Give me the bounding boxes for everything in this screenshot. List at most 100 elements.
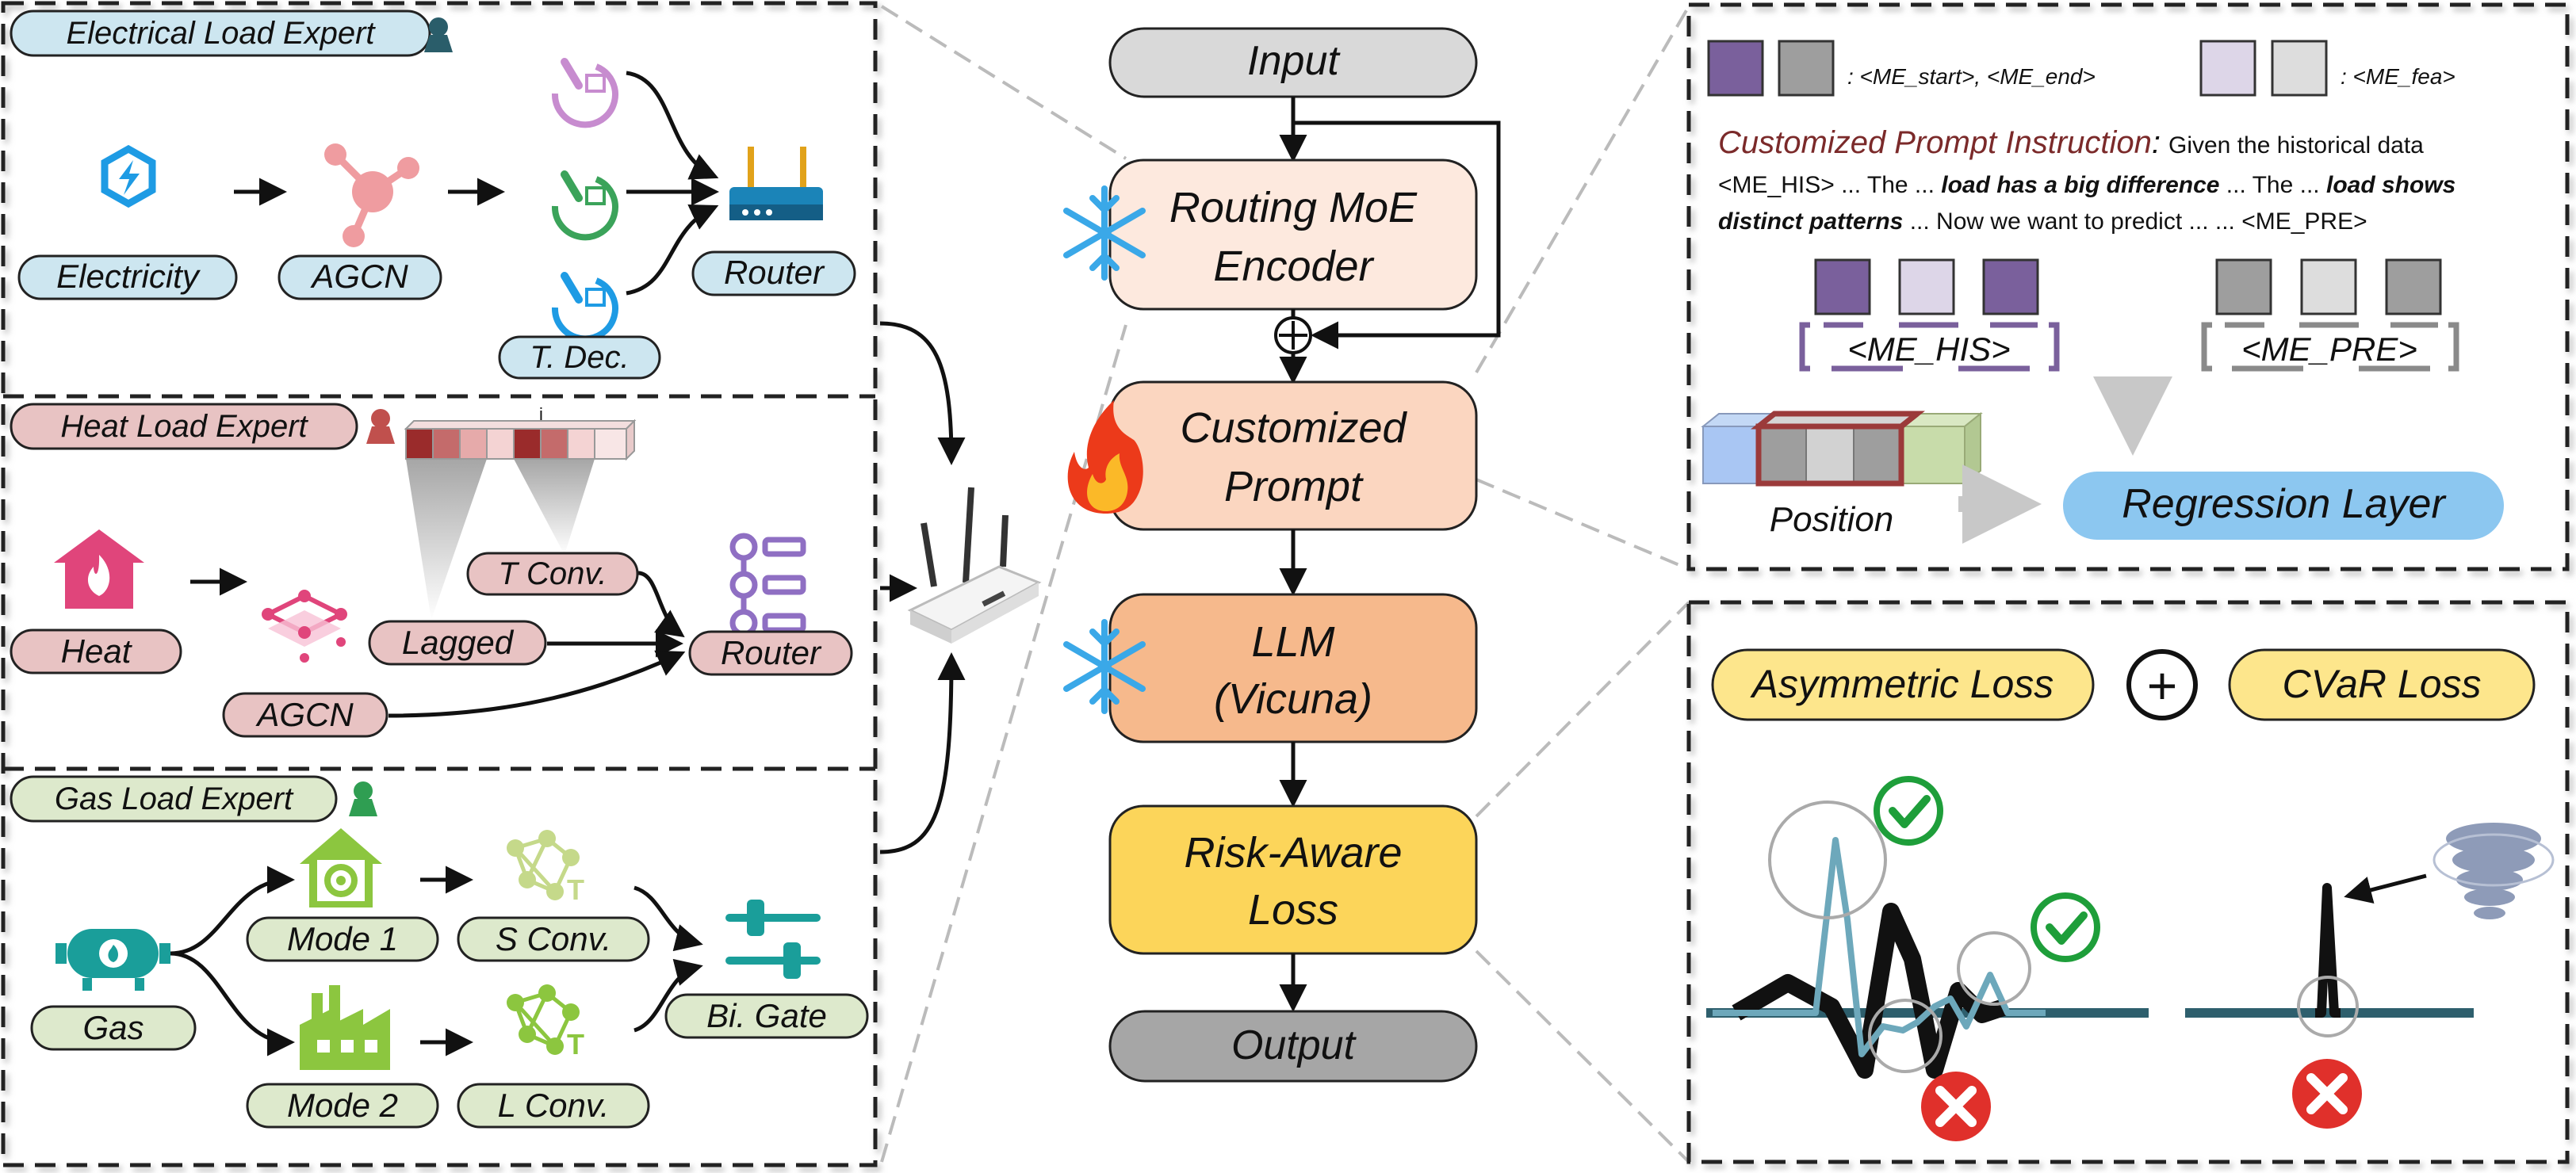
llm-label-2: (Vicuna) [1214, 675, 1372, 723]
arrow-tconv-router [637, 571, 685, 638]
cross-icon [1921, 1072, 1991, 1141]
electricity-label: Electricity [56, 258, 201, 295]
arrow-gas-mode1 [170, 865, 295, 956]
pipeline: Input Routing MoE Encoder Customized Pro… [1063, 27, 1501, 1083]
svg-text:T: T [567, 873, 584, 906]
arrow-meter1-router [626, 71, 719, 180]
lagged-cone-right [514, 459, 595, 555]
tconv-label: T Conv. [498, 556, 607, 591]
me-his-token-group: <ME_HIS> [1799, 258, 2060, 372]
cross-icon [2292, 1059, 2362, 1129]
sconv-network-icon: T [507, 830, 584, 906]
arrow-sconv-gate [633, 885, 703, 952]
heat-title-pill [10, 403, 358, 450]
loss-plus-icon [2126, 649, 2198, 720]
cvar-loss-plot [2185, 873, 2474, 1037]
lconv-label: L Conv. [498, 1087, 610, 1124]
loss-panel-border [1686, 600, 2570, 1164]
gate-slider-icon [725, 900, 821, 979]
heat-title: Heat Load Expert [60, 409, 308, 444]
me-pre-token-group: <ME_PRE> [2201, 258, 2459, 372]
electrical-title: Electrical Load Expert [66, 16, 376, 51]
output-box [1108, 1010, 1478, 1083]
router-label-heat: Router [721, 634, 822, 671]
position-embedding-block [1701, 411, 1983, 487]
snowflake-icon [1063, 185, 1146, 281]
meter-icon-blue [551, 272, 618, 342]
me-start-token [1707, 40, 1764, 97]
tornado-icon [2432, 823, 2555, 919]
meter-icon-green [551, 170, 618, 241]
gas-label: Gas [82, 1009, 144, 1046]
arrow-meter3-router [626, 204, 719, 296]
expert-person-icon [424, 17, 453, 52]
loss-plus: + [2147, 656, 2178, 715]
legend-fea: : <ME_fea> [2341, 64, 2455, 89]
routing-label-2: Encoder [1213, 243, 1374, 290]
cvar-loss-pill [2228, 648, 2536, 721]
loss-panel: Asymmetric Loss + CVaR Loss [1686, 600, 2570, 1164]
prompt-label-2: Prompt [1224, 463, 1364, 510]
risk-label-1: Risk-Aware [1184, 829, 1402, 877]
gas-title: Gas Load Expert [55, 781, 294, 816]
arrow-elec-to-router [879, 321, 966, 465]
arrow-gas-mode2 [170, 951, 295, 1056]
legend-start-end: : <ME_start>, <ME_end> [1847, 64, 2096, 89]
electricity-icon [101, 144, 156, 208]
risk-label-2: Loss [1248, 886, 1338, 934]
residual-skip-arrow [1293, 120, 1501, 350]
prompt-panel: : <ME_start>, <ME_end> : <ME_fea> Custom… [1686, 2, 2570, 571]
regression-layer-box [2063, 472, 2504, 540]
lagged-label: Lagged [402, 624, 515, 661]
mode1-label: Mode 1 [287, 920, 398, 957]
router-list-icon [729, 533, 806, 637]
arrow-gas-to-router [879, 652, 966, 854]
agcn-graph-icon [262, 590, 347, 663]
router-label-elec: Router [724, 254, 825, 291]
output-label: Output [1231, 1022, 1357, 1068]
prompt-label-1: Customized [1180, 404, 1407, 452]
check-icon [2031, 892, 2100, 962]
arrow-lconv-gate [633, 958, 703, 1033]
expert-person-icon [366, 409, 395, 444]
regression-label: Regression Layer [2122, 481, 2447, 527]
instruction-title: Customized Prompt Instruction:Given the … [1718, 125, 2424, 160]
instruction-line-3: distinct patterns ... Now we want to pre… [1718, 208, 2367, 235]
agcn-label: AGCN [309, 258, 408, 295]
add-circle-icon [1274, 316, 1312, 354]
input-label: Input [1247, 38, 1341, 84]
instruction-line-2: <ME_HIS> ... The ... load has a big diff… [1718, 172, 2455, 198]
gas-title-pill [10, 775, 338, 823]
me-fea-token-1 [2199, 40, 2256, 97]
lconv-network-icon: T [507, 984, 584, 1060]
heat-label: Heat [61, 632, 133, 670]
asymmetric-loss-plot [1706, 800, 2149, 1079]
mode2-factory-icon [300, 985, 390, 1070]
mode1-house-icon [300, 828, 382, 907]
sconv-label: S Conv. [496, 920, 611, 957]
snowflake-icon [1063, 619, 1146, 714]
routing-label-1: Routing MoE [1169, 184, 1418, 231]
arrow-agcn-router [388, 650, 686, 718]
gate-label: Bi. Gate [706, 997, 827, 1034]
lagged-tensor-strip: i [404, 404, 637, 461]
router-icon [729, 147, 823, 220]
llm-label-1: LLM [1251, 618, 1334, 666]
heat-expert: Heat Load Expert i [10, 403, 853, 738]
me-fea-token-2 [2271, 40, 2328, 97]
svg-text:T: T [567, 1028, 584, 1060]
gas-expert: Gas Load Expert [10, 775, 869, 1129]
fire-icon [1067, 400, 1143, 514]
me-end-token [1778, 40, 1835, 97]
heat-agcn-label: AGCN [255, 696, 354, 733]
prompt-panel-border [1686, 2, 2570, 571]
electrical-expert: Electrical Load Expert [10, 10, 856, 380]
tdec-label: T. Dec. [530, 340, 629, 375]
me-his-label: <ME_HIS> [1847, 331, 2010, 368]
lagged-cone-left [406, 459, 487, 620]
asym-loss-pill [1711, 648, 2095, 721]
expert-person-icon [349, 781, 377, 816]
left-panel [1, 1, 878, 1167]
gas-tank-icon [56, 929, 170, 991]
